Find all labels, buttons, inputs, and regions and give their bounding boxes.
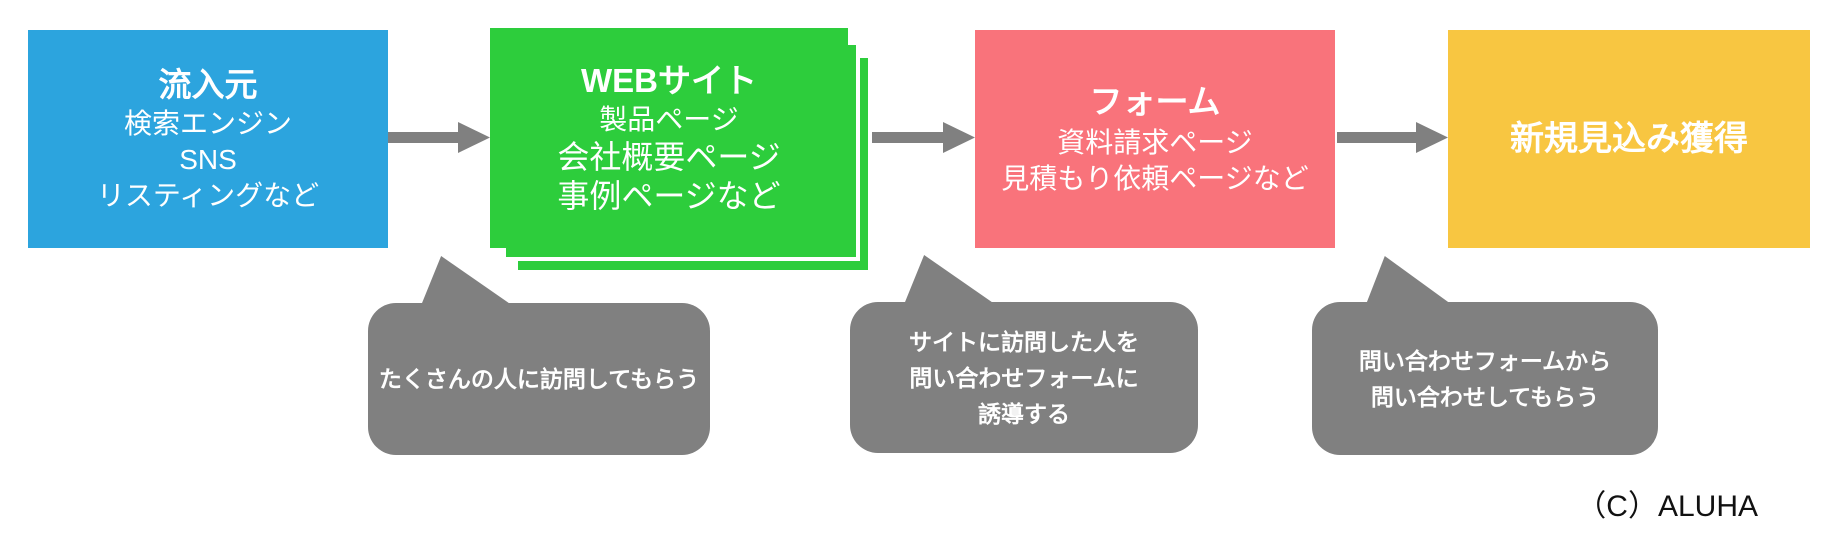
callout-line: 問い合わせフォームに (909, 364, 1139, 391)
box-lead-acquisition: 新規見込み獲得 (1448, 30, 1810, 248)
arrow-shaft (850, 132, 947, 143)
callout-text: たくさんの人に訪問してもらう (379, 361, 699, 397)
box-title: フォーム (1089, 83, 1221, 120)
callout-line: 問い合わせフォームから (1358, 347, 1612, 374)
callout-line: サイトに訪問した人を (909, 328, 1139, 355)
box-line: 会社概要ページ (557, 139, 781, 175)
flow-arrow (1337, 122, 1448, 153)
callout-text: 問い合わせフォームから 問い合わせしてもらう (1359, 343, 1611, 415)
box-title: 流入元 (158, 66, 258, 103)
arrow-right-icon (943, 122, 975, 153)
arrow-right-icon (1416, 122, 1448, 153)
arrow-shaft (1337, 132, 1420, 143)
callout-line: 誘導する (978, 400, 1070, 427)
flow-arrow (850, 122, 975, 153)
box-title: 新規見込み獲得 (1510, 120, 1748, 158)
box-title: WEBサイト (581, 62, 757, 99)
box-line: 検索エンジン (123, 108, 292, 139)
box-line: 製品ページ (599, 104, 739, 135)
box-website: WEBサイト 製品ページ 会社概要ページ 事例ページなど (490, 28, 848, 248)
callout-text: サイトに訪問した人を 問い合わせフォームに 誘導する (909, 324, 1139, 432)
box-inflow-source: 流入元 検索エンジン SNS リスティングなど (28, 30, 388, 248)
box-form: フォーム 資料請求ページ 見積もり依頼ページなど (975, 30, 1335, 248)
callout-guide: サイトに訪問した人を 問い合わせフォームに 誘導する (850, 302, 1198, 453)
callout-inquiry: 問い合わせフォームから 問い合わせしてもらう (1312, 302, 1658, 455)
callout-tail (420, 256, 516, 308)
box-line: 見積もり依頼ページなど (1001, 163, 1309, 194)
arrow-right-icon (458, 122, 490, 153)
copyright-text: （C）ALUHA (1576, 490, 1758, 523)
flow-arrow (388, 122, 490, 153)
callout-tail (903, 255, 999, 307)
callout-visit: たくさんの人に訪問してもらう (368, 303, 710, 455)
box-line: リスティングなど (96, 180, 320, 211)
box-line: 資料請求ページ (1057, 127, 1253, 158)
arrow-shaft (388, 132, 462, 143)
callout-line: たくさんの人に訪問してもらう (378, 366, 700, 392)
callout-line: 問い合わせしてもらう (1370, 383, 1600, 410)
callout-tail (1365, 256, 1455, 307)
box-line: 事例ページなど (557, 178, 781, 214)
box-line: SNS (179, 144, 237, 175)
